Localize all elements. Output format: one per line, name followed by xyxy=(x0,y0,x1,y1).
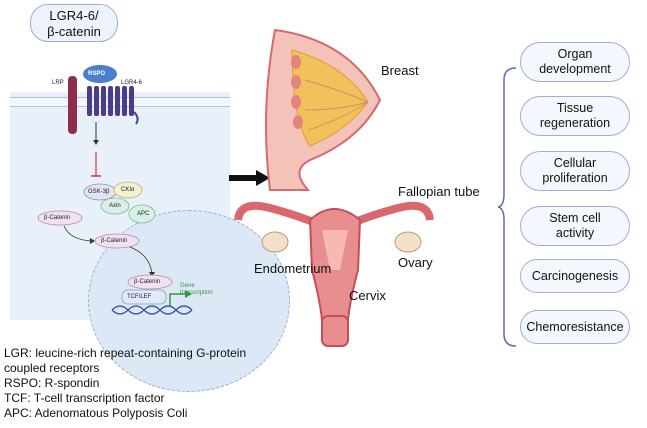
legend-apc: APC: Adenomatous Polyposis Coli xyxy=(4,406,188,420)
uterus-illustration xyxy=(234,201,434,347)
lrp-receptor-shape xyxy=(68,76,77,134)
brace xyxy=(497,67,517,347)
rspo-shape xyxy=(83,65,117,83)
beta-catenin-1: β-Catenin xyxy=(44,215,71,221)
legend-lgr: LGR: leucine-rich repeat-containing G-pr… xyxy=(4,346,247,375)
organs-illustration xyxy=(234,28,434,347)
cervix-label: Cervix xyxy=(349,288,386,303)
gsk-label: GSK-3β xyxy=(88,189,110,195)
breast-illustration xyxy=(265,28,382,191)
ck-label: CKIα xyxy=(121,187,135,193)
pathway-title-line1: LGR4-6/ xyxy=(49,8,99,23)
gene-label-1: Gene xyxy=(180,283,195,289)
tcf-label: TCF/LEF xyxy=(127,294,152,300)
fallopian-label: Fallopian tube xyxy=(398,184,480,199)
rspo-label: RSPO xyxy=(88,71,106,77)
beta-catenin-2: β-Catenin xyxy=(101,238,128,244)
function-carcinogenesis: Carcinogenesis xyxy=(520,259,630,293)
lgr-label: LGR4-6 xyxy=(121,80,143,86)
function-chemoresistance: Chemoresistance xyxy=(520,310,630,344)
gene-label-2: transcription xyxy=(180,290,213,296)
lrp-label: LRP xyxy=(52,80,64,86)
legend-tcf: TCF: T-cell transcription factor xyxy=(4,391,165,405)
axin-label: Axin xyxy=(109,203,121,209)
lgr-receptor-shape xyxy=(87,86,139,125)
beta-catenin-3: β-Catenin xyxy=(134,279,161,285)
pathway-title: LGR4-6/ β-catenin xyxy=(30,4,118,42)
pathway-diagram xyxy=(37,65,270,315)
breast-label: Breast xyxy=(381,63,419,78)
legend-rspo: RSPO: R-spondin xyxy=(4,376,100,390)
pathway-title-line2: β-catenin xyxy=(47,24,101,39)
ovary-label: Ovary xyxy=(398,255,433,270)
apc-label: APC xyxy=(137,211,150,217)
endometrium-label: Endometrium xyxy=(254,261,332,276)
abbreviation-legend: LGR: leucine-rich repeat-containing G-pr… xyxy=(4,346,274,421)
